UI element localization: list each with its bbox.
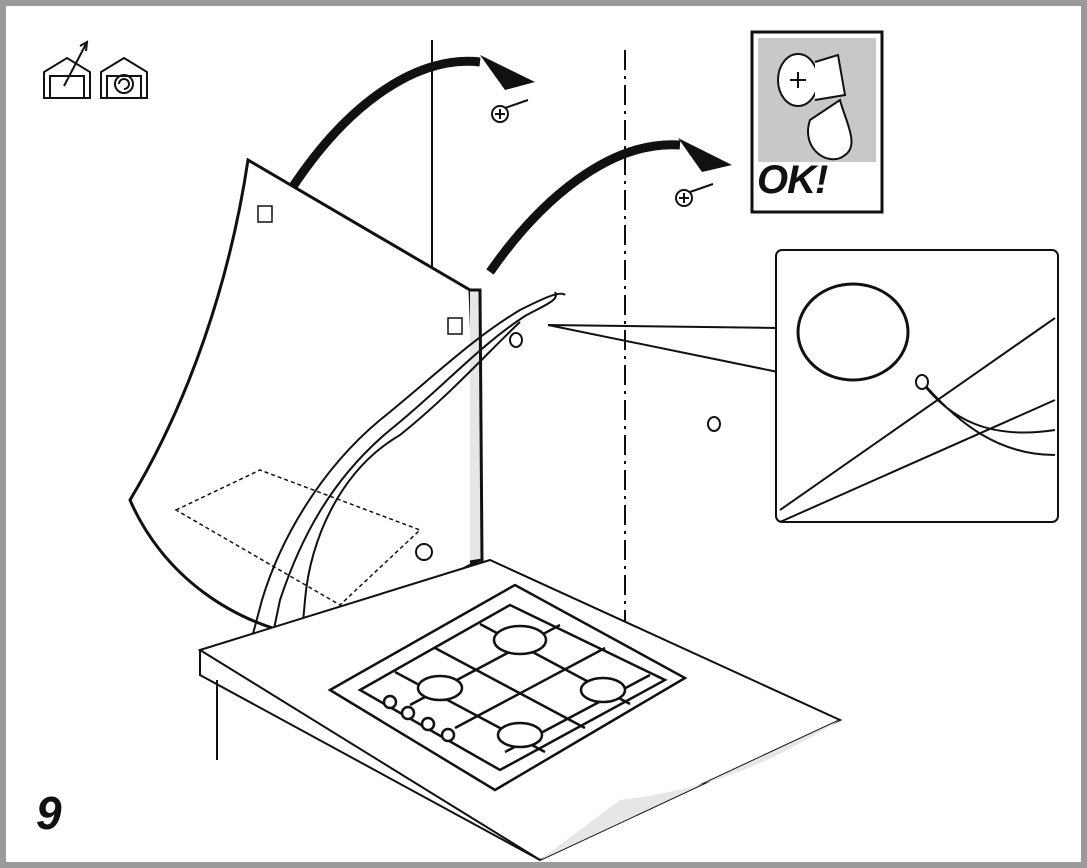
- step-number: 9: [36, 787, 62, 839]
- house-with-spiral-icon: [100, 56, 148, 99]
- ok-inset: [750, 30, 884, 214]
- arrow-head-right: [678, 138, 732, 172]
- lift-arrow-right: [486, 140, 681, 275]
- screw-icon: [491, 99, 529, 123]
- power-cables: [249, 291, 566, 656]
- lift-arrow-left: [288, 56, 481, 191]
- callout-pointer: [547, 324, 779, 373]
- arrow-head-left: [480, 55, 535, 90]
- detail-inset: [775, 249, 1059, 523]
- gas-cooktop: [327, 583, 688, 792]
- screw-icon: [675, 183, 714, 207]
- house-with-outlet-arrow-icon: [43, 40, 91, 99]
- ok-label: OK!: [757, 158, 828, 202]
- wall-hole: [707, 416, 721, 432]
